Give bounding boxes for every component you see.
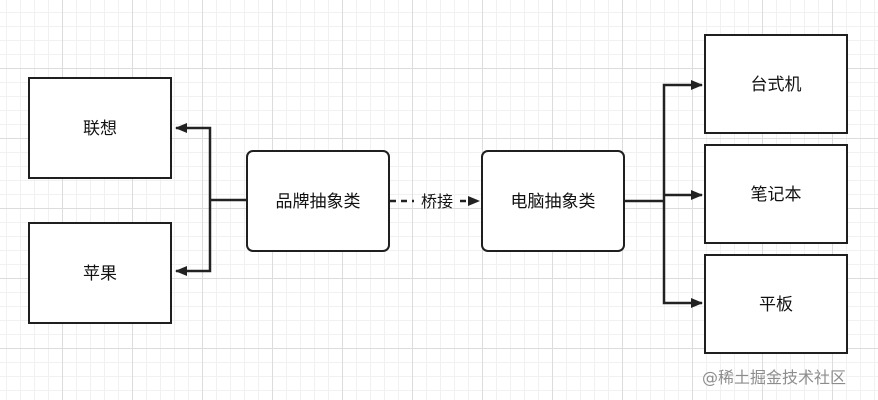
node-desktop-label: 台式机 — [751, 75, 802, 95]
edge-brand-to-apple — [175, 200, 212, 276]
node-apple-label: 苹果 — [83, 264, 117, 284]
node-tablet: 平板 — [704, 254, 848, 354]
node-brand-abstract-label: 品牌抽象类 — [276, 192, 361, 212]
node-lenovo-label: 联想 — [83, 119, 117, 139]
bridge-label: 桥接 — [421, 192, 453, 211]
edge-computer-to-tablet — [662, 201, 703, 308]
node-apple: 苹果 — [28, 222, 172, 324]
edge-computer-to-desktop — [662, 80, 703, 201]
node-computer-abstract-label: 电脑抽象类 — [511, 192, 596, 212]
edge-bridge: 桥接 — [390, 192, 480, 211]
node-brand-abstract: 品牌抽象类 — [246, 150, 390, 252]
node-tablet-label: 平板 — [759, 295, 793, 315]
node-computer-abstract: 电脑抽象类 — [481, 150, 625, 252]
watermark-text: @稀土掘金技术社区 — [702, 368, 847, 387]
edges-computer — [625, 80, 703, 308]
node-laptop-label: 笔记本 — [751, 185, 802, 205]
edge-brand-to-lenovo — [175, 123, 212, 200]
node-lenovo: 联想 — [28, 77, 172, 179]
node-laptop: 笔记本 — [704, 144, 848, 244]
node-desktop: 台式机 — [704, 34, 848, 134]
edges-brand — [175, 123, 246, 276]
